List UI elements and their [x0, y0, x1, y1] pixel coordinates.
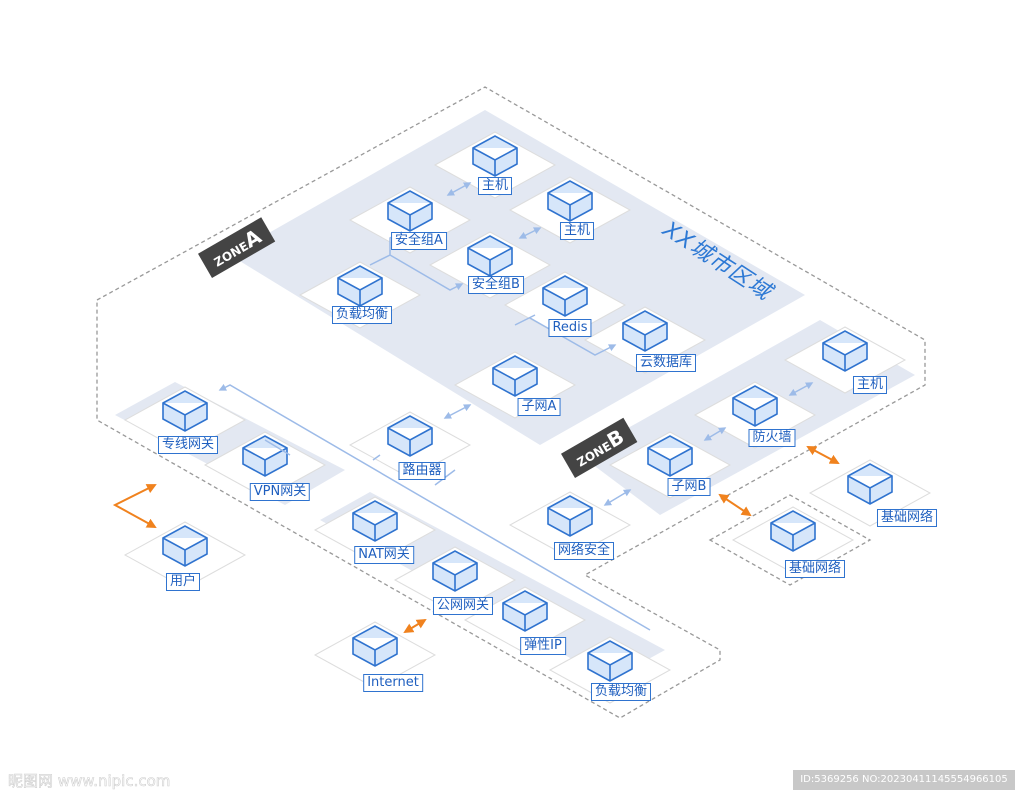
node-host-3[interactable] — [783, 326, 907, 394]
server-stack-icon — [542, 275, 588, 317]
node-label-lb-b[interactable]: 负载均衡 — [590, 683, 652, 701]
load-balancer-icon — [337, 265, 383, 307]
node-label-router[interactable]: 路由器 — [398, 462, 446, 480]
node-net-security[interactable] — [508, 491, 632, 559]
node-base-net-building[interactable] — [731, 506, 855, 574]
node-label-sg-a[interactable]: 安全组A — [391, 232, 447, 250]
gateway-icon — [352, 500, 398, 542]
arrow-security-subnetb — [603, 489, 632, 506]
arrow-sgb-host — [518, 227, 542, 239]
node-label-eip[interactable]: 弹性IP — [520, 637, 566, 655]
watermark-left: 昵图网 www.nipic.com — [8, 772, 171, 791]
gateway-band — [115, 382, 345, 505]
arrow-sga-host — [446, 182, 472, 196]
arrow-router-gateways — [220, 385, 651, 631]
arrow-user — [112, 484, 157, 528]
globe-icon — [352, 625, 398, 667]
cloud-icon — [492, 355, 538, 397]
public-gateway-icon — [432, 550, 478, 592]
node-label-dedicated-gw[interactable]: 专线网关 — [157, 436, 219, 454]
lock-icon — [467, 235, 513, 277]
node-label-host-2[interactable]: 主机 — [559, 222, 595, 240]
base-network-border — [708, 494, 872, 586]
server-tower-icon — [472, 135, 518, 177]
node-label-subnet-b[interactable]: 子网B — [667, 478, 711, 496]
firewall-icon — [732, 385, 778, 427]
lock-icon — [387, 190, 433, 232]
node-label-user[interactable]: 用户 — [165, 573, 201, 591]
server-tower-icon — [547, 180, 593, 222]
arrow-router-subnet — [443, 404, 472, 419]
arrow-firewall-host — [788, 382, 814, 396]
node-label-base-net-building[interactable]: 基础网络 — [784, 560, 846, 578]
node-host-1[interactable] — [433, 131, 557, 199]
arrow-firewall-basenet — [806, 446, 840, 464]
node-label-redis[interactable]: Redis — [548, 319, 592, 337]
node-internet[interactable] — [313, 621, 437, 689]
node-label-lb-a[interactable]: 负载均衡 — [331, 306, 393, 324]
shield-icon — [547, 495, 593, 537]
node-label-subnet-a[interactable]: 子网A — [517, 398, 561, 416]
elastic-ip-icon — [502, 590, 548, 632]
node-user[interactable] — [123, 521, 247, 589]
node-label-host-1[interactable]: 主机 — [477, 177, 513, 195]
node-label-internet[interactable]: Internet — [363, 674, 423, 692]
load-balancer-icon — [587, 640, 633, 682]
node-host-2[interactable] — [508, 176, 632, 244]
region-border — [96, 86, 926, 719]
node-public-gw[interactable] — [393, 546, 517, 614]
user-servers-icon — [162, 525, 208, 567]
node-label-public-gw[interactable]: 公网网关 — [432, 597, 494, 615]
node-label-cloud-db[interactable]: 云数据库 — [635, 354, 697, 372]
server-tower-icon — [822, 330, 868, 372]
watermark-right: ID:5369256 NO:20230411145554966105 — [793, 770, 1015, 790]
arrow-internet — [403, 618, 427, 634]
arrow-subnetb-basenet — [718, 493, 752, 517]
node-label-firewall[interactable]: 防火墙 — [748, 429, 796, 447]
node-eip[interactable] — [463, 586, 587, 654]
node-router[interactable] — [348, 411, 472, 479]
building-icon — [770, 510, 816, 552]
node-label-base-net-cloud[interactable]: 基础网络 — [876, 509, 938, 527]
node-label-sg-b[interactable]: 安全组B — [468, 276, 524, 294]
cloud-icon — [647, 435, 693, 477]
node-label-nat-gw[interactable]: NAT网关 — [354, 546, 414, 564]
gateway-icon — [162, 390, 208, 432]
node-label-net-security[interactable]: 网络安全 — [553, 542, 615, 560]
node-label-host-3[interactable]: 主机 — [852, 376, 888, 394]
router-icon — [387, 415, 433, 457]
cloud-icon — [847, 463, 893, 505]
arrow-subnetb-firewall — [703, 427, 727, 441]
database-icon — [622, 310, 668, 352]
node-label-vpn-gw[interactable]: VPN网关 — [249, 483, 311, 501]
